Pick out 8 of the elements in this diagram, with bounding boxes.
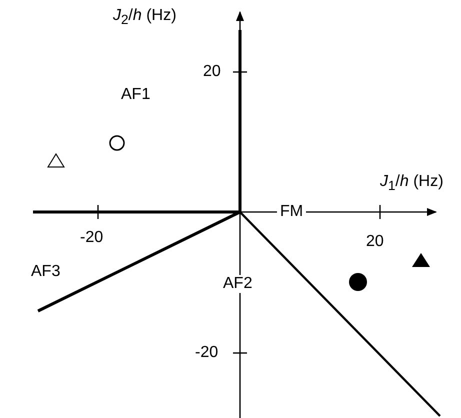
axis-title: J$_{1}$/h (Hz) xyxy=(380,173,444,196)
tick-label: -20 xyxy=(80,229,104,247)
tick-label: -20 xyxy=(195,344,218,362)
region-label: AF1 xyxy=(121,86,150,104)
tick-label: 20 xyxy=(203,63,221,81)
axis-title: J$_{2}$/h (Hz) xyxy=(113,7,176,30)
tick-label: 20 xyxy=(366,233,384,251)
region-label: AF3 xyxy=(31,263,60,281)
